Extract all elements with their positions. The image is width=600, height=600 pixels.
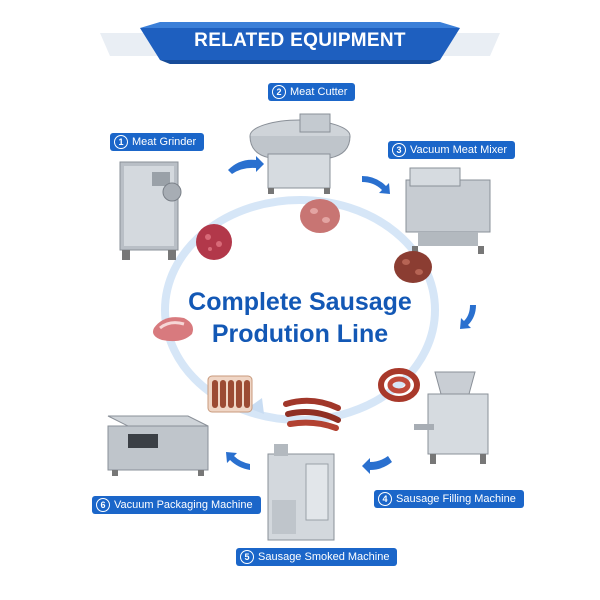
raw-meat-slices-image <box>153 317 193 342</box>
step-label-vacuum-packaging-machine: 6 Vacuum Packaging Machine <box>92 496 261 514</box>
mixed-meat-image <box>394 251 432 283</box>
step-number: 3 <box>392 143 406 157</box>
step-label-meat-cutter: 2 Meat Cutter <box>268 83 356 101</box>
meat-grinder-image <box>119 161 182 260</box>
header-banner <box>100 22 500 64</box>
step-label-sausage-filling-machine: 4 Sausage Filling Machine <box>374 490 524 508</box>
step-label-text: Sausage Smoked Machine <box>258 551 390 563</box>
step-label-vacuum-meat-mixer: 3 Vacuum Meat Mixer <box>388 141 515 159</box>
vacuum-packaging-machine-image <box>107 415 209 476</box>
step-label-text: Meat Cutter <box>290 86 348 98</box>
step-number: 4 <box>378 492 392 506</box>
step-number: 5 <box>240 550 254 564</box>
step-label-text: Vacuum Packaging Machine <box>114 499 253 511</box>
meat-paste-image <box>300 199 340 233</box>
step-number: 1 <box>114 135 128 149</box>
step-label-sausage-smoked-machine: 5 Sausage Smoked Machine <box>236 548 398 566</box>
banner-title: RELATED EQUIPMENT <box>194 30 406 51</box>
minced-meat-image <box>196 224 232 260</box>
flow-arrows <box>226 156 476 474</box>
step-number: 2 <box>272 85 286 99</box>
center-title-line2: Prodution Line <box>211 320 389 348</box>
sausage-coil-image <box>378 368 420 402</box>
step-label-text: Vacuum Meat Mixer <box>410 144 507 156</box>
step-label-meat-grinder: 1 Meat Grinder <box>110 133 205 151</box>
sausage-filling-machine-image <box>414 371 489 464</box>
center-title-line1: Complete Sausage <box>188 288 412 316</box>
step-label-text: Meat Grinder <box>132 136 197 148</box>
sausage-smoked-machine-image <box>267 444 335 541</box>
packed-sausages-image <box>207 375 253 413</box>
meat-cutter-image <box>249 113 351 194</box>
vacuum-meat-mixer-image <box>405 167 491 254</box>
smoked-sausages-image <box>283 397 341 431</box>
step-number: 6 <box>96 498 110 512</box>
step-label-text: Sausage Filling Machine <box>396 493 516 505</box>
